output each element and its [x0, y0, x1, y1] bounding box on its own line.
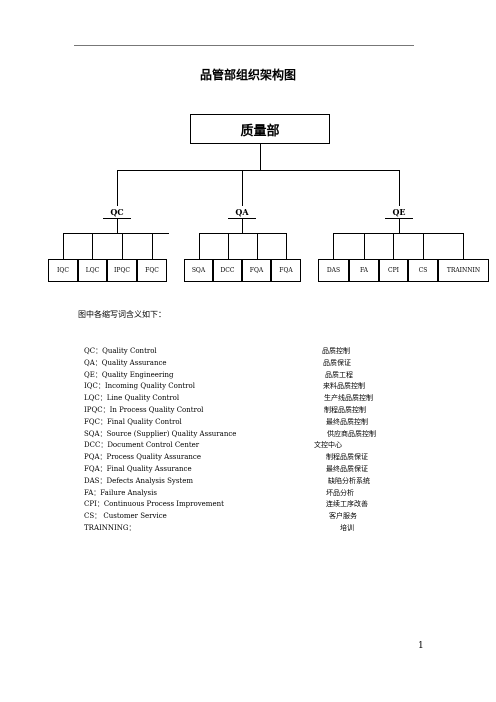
abbreviation-row: FQC：Final Quality Control 最终品质控制	[84, 417, 424, 429]
qa-connector	[242, 170, 243, 206]
abbreviation-meaning: 来料品质控制	[323, 382, 365, 391]
group-bus-line	[117, 170, 400, 171]
abbreviation-row: LQC：Line Quality Control 生产线品质控制	[84, 393, 424, 405]
child-connector	[199, 233, 200, 259]
abbreviation-term: QC：Quality Control	[84, 347, 157, 355]
qe-children-line	[333, 233, 464, 234]
sub-box-dcc: DCC	[213, 259, 242, 282]
abbreviation-row: SQA：Source (Supplier) Quality Assurance 供…	[84, 429, 424, 441]
abbreviation-term: LQC：Line Quality Control	[84, 394, 180, 403]
document-title: 品管部组织架构图	[199, 68, 296, 82]
child-connector	[364, 233, 365, 259]
abbreviation-meaning: 制程品质保证	[326, 453, 368, 462]
org-root-box: 质量部	[190, 114, 330, 144]
abbreviation-row: TRAINNING： 培训	[84, 523, 424, 535]
child-connector	[152, 233, 153, 259]
abbreviation-meaning: 最终品质保证	[326, 464, 368, 473]
qc-connector	[117, 170, 118, 206]
sub-box-fqc: FQC	[137, 259, 167, 282]
top-rule	[74, 45, 414, 46]
abbreviation-row: QC：Quality Control 品质控制	[84, 346, 424, 358]
abbreviation-meaning: 品质保证	[323, 358, 351, 367]
sub-box-cs: CS	[408, 259, 438, 282]
abbreviation-meaning: 品质工程	[325, 370, 353, 379]
abbreviation-term: CPI：Continuous Process Improvement	[84, 500, 224, 509]
child-connector	[393, 233, 394, 259]
group-box-qa: QA	[229, 206, 255, 218]
abbreviation-term: FQA：Final Quality Assurance	[84, 464, 192, 473]
page-number: 1	[418, 641, 424, 651]
abbreviation-term: DAS：Defects Analysis System	[84, 476, 194, 485]
abbreviation-meaning: 文控中心	[314, 441, 342, 450]
abbreviation-meaning: 连续工序改善	[326, 500, 368, 509]
sub-box-iqc: IQC	[48, 259, 78, 282]
abbreviation-meaning: 缺陷分析系统	[328, 476, 370, 485]
abbreviation-term: CS： Customer Service	[84, 512, 167, 521]
child-connector	[122, 233, 123, 259]
abbreviation-row: DCC：Document Control Center 文控中心	[84, 440, 424, 452]
abbreviation-term: IPQC：In Process Quality Control	[84, 405, 204, 414]
abbreviation-term: FA：Failure Analysis	[84, 488, 157, 497]
abbreviation-term: QE：Quality Engineering	[84, 370, 174, 379]
qa-children-line	[199, 233, 287, 234]
qa-drop-line	[242, 218, 243, 233]
abbreviation-row: FA：Failure Analysis 坏品分析	[84, 488, 424, 500]
abbreviation-term: DCC：Document Control Center	[84, 441, 200, 450]
qc-children-line	[63, 233, 169, 234]
abbreviation-term: TRAINNING：	[84, 523, 136, 532]
sub-box-fqa-1: FQA	[242, 259, 271, 282]
abbreviation-row: FQA：Final Quality Assurance 最终品质保证	[84, 464, 424, 476]
abbreviation-row: QE：Quality Engineering 品质工程	[84, 370, 424, 382]
child-connector	[92, 233, 93, 259]
group-box-qe: QE	[386, 206, 412, 218]
sub-box-fa: FA	[349, 259, 379, 282]
abbreviation-meaning: 培训	[340, 523, 354, 532]
child-connector	[463, 233, 464, 259]
sub-box-ipqc: IPQC	[107, 259, 137, 282]
abbreviation-row: PQA：Process Quality Assurance 制程品质保证	[84, 452, 424, 464]
child-connector	[286, 233, 287, 259]
abbreviation-meaning: 生产线品质控制	[324, 394, 373, 403]
abbreviation-row: QA：Quality Assurance 品质保证	[84, 358, 424, 370]
abbreviation-row: IPQC：In Process Quality Control 制程品质控制	[84, 405, 424, 417]
sub-box-das: DAS	[318, 259, 349, 282]
abbreviation-term: PQA：Process Quality Assurance	[84, 453, 201, 462]
sub-box-cpi: CPI	[379, 259, 408, 282]
sub-box-fqa-2: FQA	[271, 259, 301, 282]
abbreviation-term: SQA：Source (Supplier) Quality Assurance	[84, 429, 237, 438]
qe-drop-line	[399, 218, 400, 233]
abbreviation-meaning: 坏品分析	[326, 488, 354, 497]
abbreviation-list: QC：Quality Control 品质控制 QA：Quality Assura…	[84, 346, 424, 535]
abbreviation-row: CS： Customer Service 客户服务	[84, 511, 424, 523]
abbreviation-term: IQC：Incoming Quality Control	[84, 382, 195, 391]
qe-connector	[399, 170, 400, 206]
abbreviation-term: QA：Quality Assurance	[84, 358, 167, 367]
child-connector	[63, 233, 64, 259]
child-connector	[257, 233, 258, 259]
abbreviation-meaning: 制程品质控制	[324, 405, 366, 414]
group-box-qc: QC	[104, 206, 130, 218]
abbreviation-row: CPI：Continuous Process Improvement 连续工序改善	[84, 499, 424, 511]
sub-box-lqc: LQC	[78, 259, 107, 282]
child-connector	[228, 233, 229, 259]
root-connector	[260, 144, 261, 170]
abbreviation-meaning: 供应商品质控制	[327, 429, 376, 438]
child-connector	[333, 233, 334, 259]
abbreviation-row: DAS：Defects Analysis System 缺陷分析系统	[84, 476, 424, 488]
abbreviation-intro: 图中各缩写词含义如下：	[78, 310, 166, 319]
abbreviation-term: FQC：Final Quality Control	[84, 417, 182, 426]
qc-drop-line	[117, 218, 118, 233]
abbreviation-meaning: 客户服务	[329, 512, 357, 521]
abbreviation-meaning: 品质控制	[322, 347, 350, 355]
child-connector	[423, 233, 424, 259]
sub-box-sqa: SQA	[184, 259, 213, 282]
abbreviation-row: IQC：Incoming Quality Control 来料品质控制	[84, 381, 424, 393]
sub-box-trainnin: TRAINNIN	[438, 259, 489, 282]
abbreviation-meaning: 最终品质控制	[326, 417, 368, 426]
